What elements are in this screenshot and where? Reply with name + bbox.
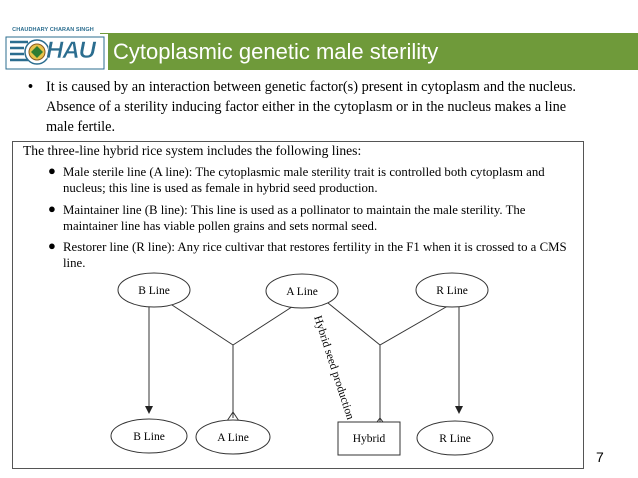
node-b-line-bottom [110, 418, 188, 454]
node-a-line-top [265, 273, 339, 309]
logo-graphic [4, 34, 108, 70]
label-r-line-bottom: R Line [439, 433, 471, 445]
logo-letters: HAU [46, 37, 97, 65]
bullet-marker: • [28, 79, 34, 95]
a-line-arrowhead [226, 411, 240, 422]
hybrid-seed-production-label: Hybrid seed production [311, 314, 356, 421]
node-r-line-bottom [416, 420, 494, 456]
item-dot: ● [48, 201, 56, 216]
label-b-line-bottom: B Line [133, 431, 165, 443]
page-number: 7 [596, 449, 604, 465]
a-to-right-junction-line [327, 302, 381, 346]
node-b-line-top [117, 272, 191, 308]
intro-bullet: • It is caused by an interaction between… [28, 77, 588, 137]
label-a-line-top: A Line [286, 286, 318, 298]
three-line-diagram: B Line A Line R Line B Line A Line Hybri… [110, 272, 494, 456]
figure-item-a-line: Male sterile line (A line): The cytoplas… [63, 165, 545, 195]
node-a-line-bottom [195, 419, 271, 455]
item-dot: ● [48, 238, 56, 253]
logo-caption: CHAUDHARY CHARAN SINGH [12, 27, 94, 33]
bullet-text: It is caused by an interaction between g… [46, 79, 576, 135]
a-to-junction-line [232, 302, 299, 346]
title-band [100, 33, 638, 70]
item-dot: ● [48, 163, 56, 178]
label-hybrid: Hybrid [353, 433, 386, 445]
node-r-line-top [415, 272, 489, 308]
b-to-junction-line [168, 302, 234, 346]
slide-title: Cytoplasmic genetic male sterility [113, 39, 439, 64]
label-r-line-top: R Line [436, 285, 468, 297]
node-hybrid [337, 421, 401, 456]
hybrid-rice-figure: The three-line hybrid rice system includ… [12, 141, 584, 469]
label-b-line-top: B Line [138, 285, 170, 297]
figure-item-b-line: Maintainer line (B line): This line is u… [63, 203, 526, 233]
university-logo [4, 26, 110, 70]
figure-intro: The three-line hybrid rice system includ… [23, 143, 362, 158]
figure-item-r-line: Restorer line (R line): Any rice cultiva… [63, 240, 567, 270]
label-a-line-bottom: A Line [217, 432, 249, 444]
r-to-right-junction-line [379, 302, 454, 346]
